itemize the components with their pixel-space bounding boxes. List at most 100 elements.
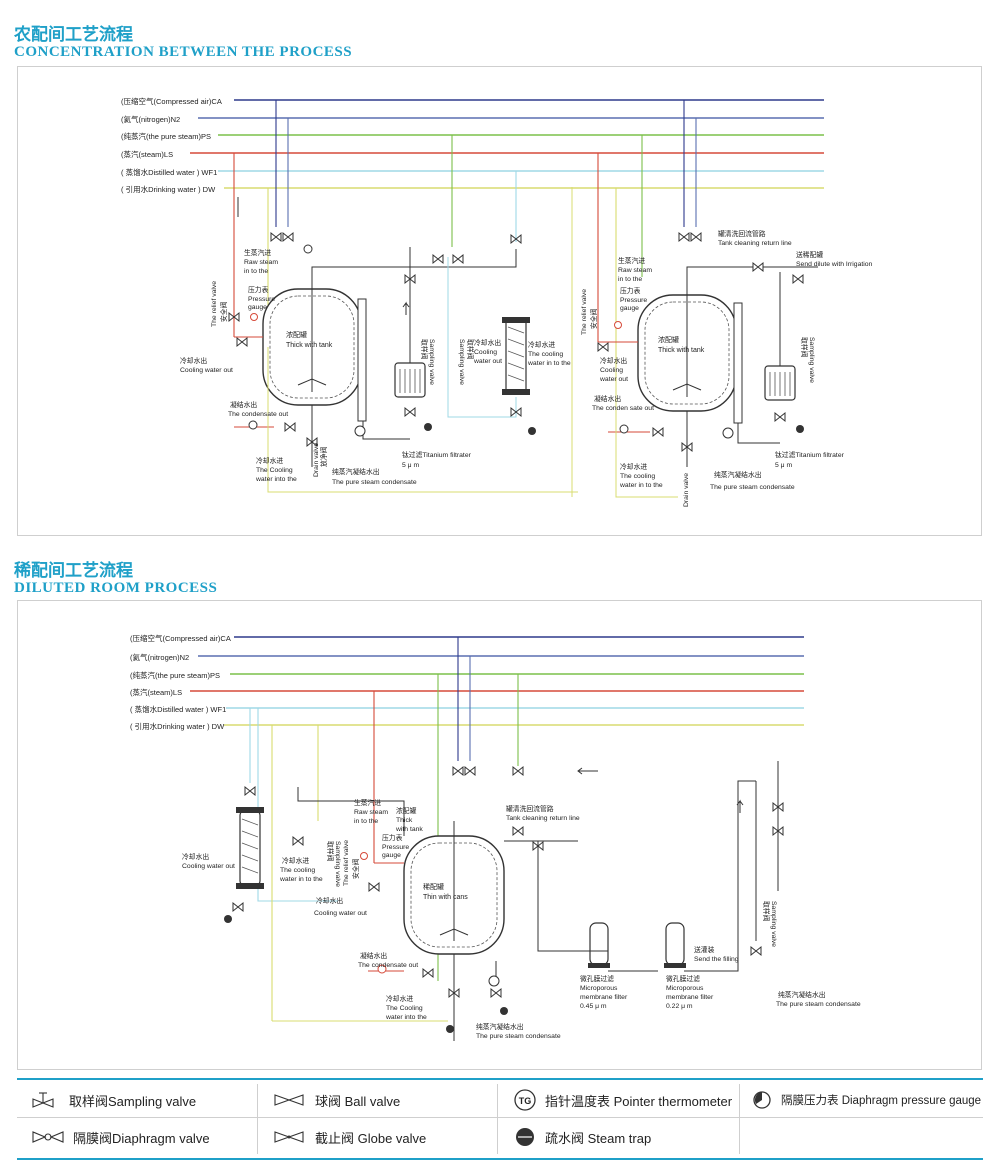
- relief-right-label: The relief valve: [581, 289, 588, 335]
- pure-condensate-left-cn: 纯蒸汽凝结水出: [332, 467, 380, 476]
- titanium-left-label: 钛过滤Titanium filtrater: [402, 450, 472, 459]
- legend-thermometer-label: 指针温度表 Pointer thermometer: [545, 1093, 733, 1109]
- tank-cleaning-en: Tank cleaning return line: [718, 240, 792, 247]
- diaphragm-gauge-icon: [753, 1091, 771, 1109]
- concentration-diagram-panel: (压缩空气(Compressed air)CA (氦气(nitrogen)N2 …: [17, 66, 982, 536]
- cooling-in-left-en: The Cooling: [256, 467, 293, 474]
- pipeline-wf1-label-2: ( 蒸馏水Distilled water ) WF1: [130, 704, 226, 714]
- pipeline-ca-label-2: (压缩空气(Compressed air)CA: [130, 633, 231, 643]
- cooling-out-mid-cn: 冷却水出: [474, 338, 501, 347]
- b-raw-steam-en: Raw steam: [354, 809, 388, 816]
- b-sampling-right: Sampling valve: [770, 901, 777, 947]
- send-filling-en: Send the filling: [694, 956, 739, 963]
- pipeline-wf1-2: ( 蒸馏水Distilled water ) WF1: [130, 704, 804, 714]
- tank-cleaning-cn: 罐清洗回流管路: [718, 229, 766, 238]
- connection-pipes-2: [297, 761, 779, 1041]
- pipe-drops: [233, 100, 697, 367]
- b-condensate-cn: 凝结水出: [360, 951, 387, 960]
- condensate-left-en: The condensate out: [228, 411, 288, 418]
- relief-right-label-cn: 安全阀: [589, 308, 598, 329]
- b-thick-tank-en: Thick: [396, 817, 413, 824]
- dilute-tank-en: Thin with cans: [423, 894, 468, 901]
- raw-steam-right-cn: 生蒸汽进: [618, 256, 645, 265]
- cooling-out-left-cn: 冷却水出: [180, 356, 207, 365]
- pipeline-dw-label-2: ( 引用水Drinking water ) DW: [130, 721, 225, 731]
- b-tank-cleaning-en: Tank cleaning return line: [506, 815, 580, 822]
- b-pressure-en: Pressure: [382, 844, 409, 851]
- diluted-title-cn: 稀配间工艺流程: [14, 561, 133, 580]
- b-cooling-out-left-en: Cooling water out: [182, 863, 235, 870]
- cooling-in-right-en: The cooling: [620, 473, 655, 480]
- b-pure-condensate-right-en: The pure steam condensate: [776, 1001, 861, 1008]
- titanium-left-size: 5 μ m: [402, 462, 419, 469]
- pipeline-dw: ( 引用水Drinking water ) DW: [121, 184, 824, 194]
- flow-arrow-left: [577, 767, 598, 775]
- b-thick-tank-en2: with tank: [395, 826, 423, 833]
- raw-steam-label-en2: in to the: [244, 268, 268, 275]
- pipeline-n2-label: (氦气(nitrogen)N2: [121, 114, 180, 124]
- legend-col-divider: [257, 1084, 258, 1154]
- b-cooling-in-left-cn: 冷却水进: [282, 856, 309, 865]
- pipeline-n2-label-2: (氦气(nitrogen)N2: [130, 652, 189, 662]
- pipeline-ls: (蒸汽(steam)LS: [121, 149, 824, 159]
- drain-right-label: Drain valve: [683, 473, 690, 507]
- diaphragm-valve-icon: [32, 1131, 64, 1143]
- b-cooling-in-en: The Cooling: [386, 1005, 423, 1012]
- steam-trap-icon: [516, 1128, 534, 1146]
- raw-steam-label-en: Raw steam: [244, 259, 278, 266]
- b-cooling-out-left-cn: 冷却水出: [182, 852, 209, 861]
- right-titanium-filter: [764, 272, 796, 401]
- pressure-right-cn: 压力表: [620, 286, 641, 295]
- pure-condensate-right-cn: 纯蒸汽凝结水出: [714, 470, 762, 479]
- condensate-right-cn: 凝结水出: [594, 394, 621, 403]
- send-dilute-en: Send dilute with Irrigation: [796, 261, 873, 268]
- pressure-label: 压力表: [248, 285, 269, 294]
- pressure-label-en2: gauge: [248, 304, 267, 311]
- right-tank-label-cn: 浓配罐: [658, 335, 679, 344]
- cooling-in-mid-en: The cooling: [528, 351, 563, 358]
- legend-col-divider: [497, 1084, 498, 1154]
- pipeline-ca-label: (压缩空气(Compressed air)CA: [121, 96, 222, 106]
- cooling-in-left-en2: water into the: [255, 476, 297, 483]
- b-cooling-out-mid-en: Cooling water out: [314, 910, 367, 917]
- pipeline-ls-2: (蒸汽(steam)LS: [130, 687, 804, 697]
- diluted-diagram-panel: (压缩空气(Compressed air)CA (氦气(nitrogen)N2 …: [17, 600, 982, 1070]
- pipeline-ps-2: (纯蒸汽(the pure steam)PS: [130, 670, 804, 680]
- concentration-section-title: 农配间工艺流程 CONCENTRATION BETWEEN THE PROCES…: [14, 26, 352, 60]
- top-labels: 生蒸汽进 Raw steam in to the 压力表 Pressure ga…: [180, 229, 873, 507]
- globe-valve-icon: [274, 1131, 304, 1143]
- b-cooling-in-left-en2: water in to the: [279, 876, 323, 883]
- left-tank-label-en: Thick with tank: [286, 342, 333, 349]
- cooling-in-mid-en2: water in to the: [527, 360, 571, 367]
- send-dilute-cn: 送稀配罐: [796, 250, 823, 259]
- pure-condensate-right-en: The pure steam condensate: [710, 484, 795, 491]
- right-column: [733, 302, 743, 424]
- cooling-out-mid-en2: water out: [473, 358, 502, 365]
- b-sampling-right-cn: 取样阀: [762, 901, 771, 922]
- microporous-filter-1: [588, 922, 610, 968]
- pipeline-wf1-label: ( 蒸馏水Distilled water ) WF1: [121, 167, 217, 177]
- pressure-right-en: Pressure: [620, 297, 647, 304]
- pipeline-n2-2: (氦气(nitrogen)N2: [130, 652, 804, 662]
- pipeline-ps-label: (纯蒸汽(the pure steam)PS: [121, 131, 211, 141]
- condensate-left-cn: 凝结水出: [230, 400, 257, 409]
- pointer-thermometer-icon: TG: [514, 1089, 536, 1111]
- sampling-right-label-cn: 取样阀: [800, 337, 809, 358]
- cooling-in-right-cn: 冷却水进: [620, 462, 647, 471]
- concentration-title-en: CONCENTRATION BETWEEN THE PROCESS: [14, 44, 353, 60]
- filter1-size: 0.45 μ m: [580, 1003, 607, 1010]
- dilute-tank: 稀配罐 Thin with cans: [403, 821, 505, 955]
- legend-ball-valve: 球阀 Ball valve: [273, 1085, 400, 1115]
- legend-col-divider: [739, 1084, 740, 1154]
- symbol-legend: 取样阀Sampling valve 球阀 Ball valve TG 指针温度表…: [17, 1078, 983, 1160]
- legend-globe-valve: 截止阀 Globe valve: [273, 1122, 426, 1152]
- relief-valve-label: The relief valve: [211, 281, 218, 327]
- left-thick-tank: 浓配罐 Thick with tank: [262, 277, 362, 406]
- b-pressure-en2: gauge: [382, 852, 401, 859]
- pipeline-ca-2: (压缩空气(Compressed air)CA: [130, 633, 804, 643]
- sampling-mid-label: Sampling valve: [458, 339, 465, 385]
- raw-steam-right-en: Raw steam: [618, 267, 652, 274]
- pipeline-n2: (氦气(nitrogen)N2: [121, 114, 824, 124]
- legend-globe-label: 截止阀 Globe valve: [315, 1130, 427, 1146]
- legend-trap-label: 疏水阀 Steam trap: [545, 1130, 652, 1146]
